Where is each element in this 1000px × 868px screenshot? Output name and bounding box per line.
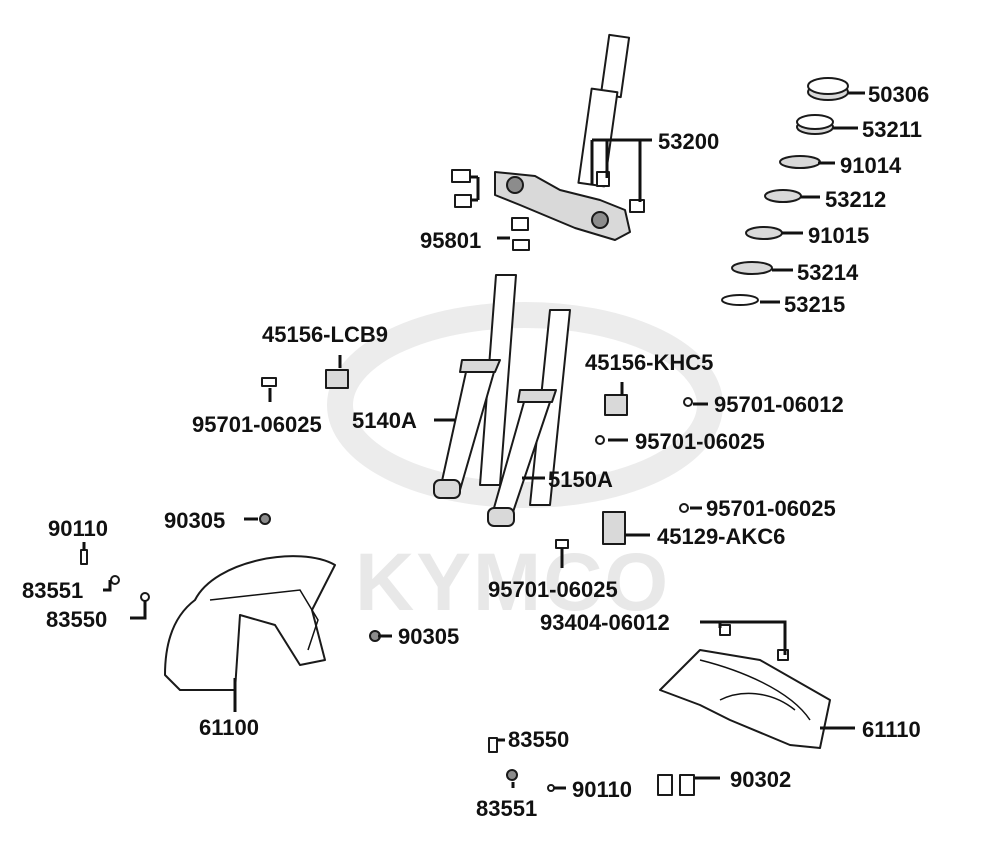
label-53200: 53200 bbox=[658, 129, 719, 154]
label-53215: 53215 bbox=[784, 292, 845, 317]
label-83551-b: 83551 bbox=[476, 796, 537, 821]
kymco-watermark: KYMCO bbox=[327, 302, 723, 628]
label-90305-a: 90305 bbox=[164, 508, 225, 533]
leader-lines bbox=[82, 91, 865, 790]
label-5140a: 5140A bbox=[352, 408, 417, 433]
label-50306: 50306 bbox=[868, 82, 929, 107]
label-5150a: 5150A bbox=[548, 467, 613, 492]
label-53212: 53212 bbox=[825, 187, 886, 212]
label-91015: 91015 bbox=[808, 223, 869, 248]
label-93404-06012: 93404-06012 bbox=[540, 610, 670, 635]
label-45156-lcb9: 45156-LCB9 bbox=[262, 322, 388, 347]
label-61110: 61110 bbox=[862, 717, 921, 742]
label-95701-06025-b: 95701-06025 bbox=[635, 429, 765, 454]
part-labels: 50306 53211 91014 53212 91015 53214 5321… bbox=[22, 82, 929, 821]
front-fender bbox=[164, 555, 336, 691]
label-90110-a: 90110 bbox=[48, 516, 108, 541]
label-90302: 90302 bbox=[730, 767, 791, 792]
label-95701-06025-c: 95701-06025 bbox=[706, 496, 836, 521]
label-83550-a: 83550 bbox=[46, 607, 107, 632]
label-61100: 61100 bbox=[199, 715, 259, 740]
fork-legs bbox=[433, 274, 571, 527]
label-90305-b: 90305 bbox=[398, 624, 459, 649]
bolts-95801 bbox=[451, 169, 530, 251]
label-45129-akc6: 45129-AKC6 bbox=[657, 524, 785, 549]
bearing-stack bbox=[721, 77, 849, 306]
label-83551-a: 83551 bbox=[22, 578, 83, 603]
watermark-text: KYMCO bbox=[355, 537, 670, 628]
label-83550-b: 83550 bbox=[508, 727, 569, 752]
label-95701-06025-d: 95701-06025 bbox=[488, 577, 618, 602]
label-53214: 53214 bbox=[797, 260, 859, 285]
label-95801: 95801 bbox=[420, 228, 481, 253]
inner-fender bbox=[659, 649, 831, 749]
small-fasteners bbox=[80, 369, 789, 796]
label-91014: 91014 bbox=[840, 153, 902, 178]
steering-stem bbox=[494, 33, 645, 241]
label-45156-khc5: 45156-KHC5 bbox=[585, 350, 713, 375]
label-95701-06025-a: 95701-06025 bbox=[192, 412, 322, 437]
label-95701-06012: 95701-06012 bbox=[714, 392, 844, 417]
label-90110-b: 90110 bbox=[572, 777, 632, 802]
label-53211: 53211 bbox=[862, 117, 922, 142]
